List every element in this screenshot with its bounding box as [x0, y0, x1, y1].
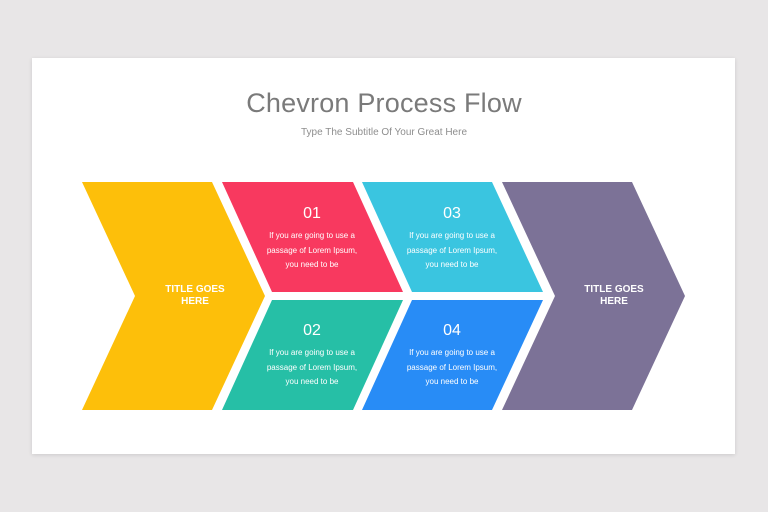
- start-label-line2: HERE: [181, 296, 209, 307]
- slide-title: Chevron Process Flow: [246, 88, 522, 118]
- step-02-text: If you are going to use a passage of Lor…: [247, 346, 377, 390]
- slide-subtitle: Type The Subtitle Of Your Great Here: [300, 127, 468, 138]
- step-01-shape: [222, 182, 403, 292]
- step-04-shape: [362, 300, 543, 410]
- step-03-line1: If you are going to use a: [409, 231, 495, 240]
- step-04-number: 04: [443, 322, 461, 339]
- step-03-line3: you need to be: [425, 260, 479, 269]
- step-01-text: If you are going to use a passage of Lor…: [247, 229, 377, 273]
- step-01-line1: If you are going to use a: [269, 231, 355, 240]
- end-label-line2: HERE: [600, 296, 628, 307]
- step-02-line1: If you are going to use a: [269, 348, 355, 357]
- start-chevron-label: TITLE GOES HERE: [145, 284, 245, 308]
- end-chevron-label: TITLE GOES HERE: [564, 284, 664, 308]
- end-chevron: [502, 182, 685, 410]
- step-03-line2: passage of Lorem Ipsum,: [406, 245, 498, 255]
- step-04-text: If you are going to use a passage of Lor…: [387, 346, 517, 390]
- start-label-line1: TITLE GOES: [165, 284, 225, 295]
- step-04-line3: you need to be: [425, 377, 479, 386]
- step-01-number: 01: [303, 205, 321, 222]
- step-02-line2: passage of Lorem Ipsum,: [266, 362, 358, 372]
- step-02-shape: [222, 300, 403, 410]
- end-label-line1: TITLE GOES: [584, 284, 644, 295]
- step-02-line3: you need to be: [285, 377, 339, 386]
- step-01-line2: passage of Lorem Ipsum,: [266, 245, 358, 255]
- step-04-line1: If you are going to use a: [409, 348, 495, 357]
- step-01-line3: you need to be: [285, 260, 339, 269]
- step-04-line2: passage of Lorem Ipsum,: [406, 362, 498, 372]
- start-chevron: [82, 182, 265, 410]
- step-03-number: 03: [443, 205, 461, 222]
- step-03-shape: [362, 182, 543, 292]
- step-03-text: If you are going to use a passage of Lor…: [387, 229, 517, 273]
- step-02-number: 02: [303, 322, 321, 339]
